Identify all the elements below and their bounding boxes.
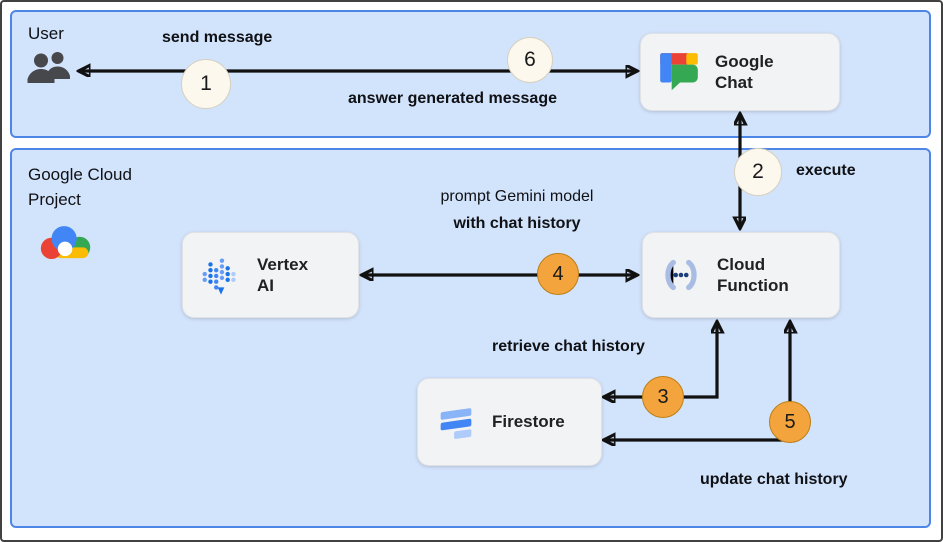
- vertex-ai-label-line1: Vertex: [257, 254, 309, 274]
- firestore-node: Firestore: [417, 378, 602, 466]
- google-chat-label: Google Chat: [715, 51, 774, 94]
- step-circle-1: 1: [181, 59, 231, 109]
- prompt-gemini-label-line2: with chat history: [453, 215, 581, 232]
- firestore-icon: [440, 408, 472, 439]
- vertex-ai-node: Vertex AI: [182, 232, 359, 318]
- cloud-function-label: Cloud Function: [717, 254, 789, 297]
- step-circle-6: 6: [507, 37, 553, 83]
- cloud-function-label-line2: Function: [717, 276, 789, 295]
- step-circle-3: 3: [642, 376, 684, 418]
- user-zone-label: User: [28, 24, 64, 43]
- firestore-label: Firestore: [492, 412, 565, 432]
- step-circle-5: 5: [769, 401, 811, 443]
- update-chat-history-label: update chat history: [700, 471, 848, 488]
- cloud-zone-label-line1: Google Cloud: [28, 165, 132, 184]
- vertex-ai-label-line2: AI: [257, 276, 274, 295]
- vertex-ai-icon: [202, 258, 236, 295]
- user-icon: [27, 52, 70, 83]
- cloud-zone-label: Google Cloud Project: [28, 162, 132, 212]
- step-circle-2: 2: [734, 148, 782, 196]
- vertex-ai-label: Vertex AI: [257, 254, 308, 297]
- send-message-label: send message: [162, 29, 273, 46]
- step-circle-4: 4: [537, 253, 579, 295]
- google-cloud-logo: [40, 226, 91, 260]
- google-chat-label-line2: Chat: [715, 73, 753, 92]
- google-chat-label-line1: Google: [715, 51, 774, 71]
- retrieve-chat-history-label: retrieve chat history: [492, 338, 645, 355]
- prompt-gemini-label: prompt Gemini model with chat history: [397, 183, 637, 237]
- cloud-function-node: Cloud Function: [642, 232, 840, 318]
- google-chat-node: Google Chat: [640, 33, 840, 111]
- prompt-gemini-label-line1: prompt Gemini model: [440, 188, 594, 205]
- google-chat-icon: [660, 53, 698, 91]
- cloud-functions-icon: [665, 259, 697, 291]
- cloud-function-label-line1: Cloud: [717, 254, 766, 274]
- cloud-zone-label-line2: Project: [28, 190, 81, 209]
- execute-label: execute: [796, 162, 856, 179]
- answer-generated-message-label: answer generated message: [348, 90, 557, 107]
